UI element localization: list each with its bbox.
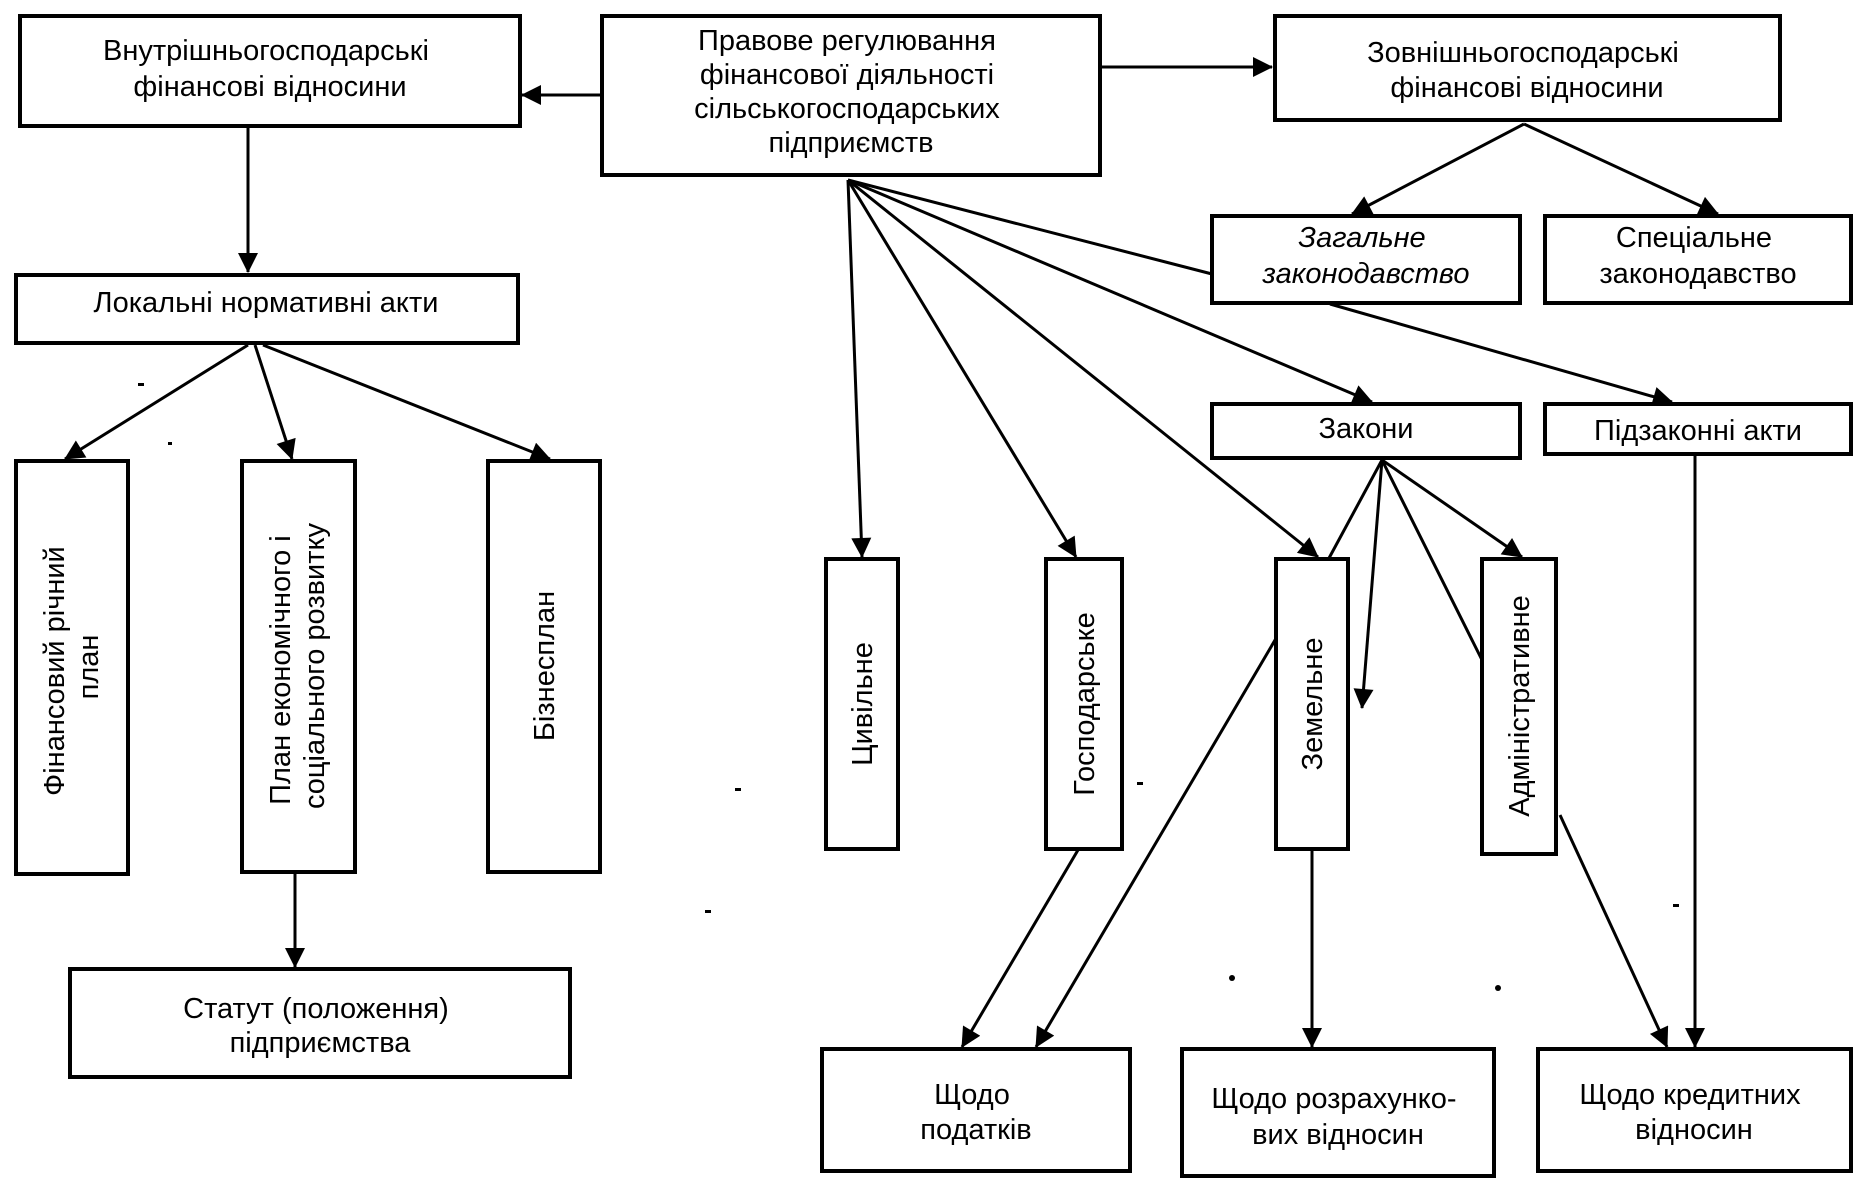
charter-line-1: Статут (положення) (183, 993, 449, 1025)
settlements-line-2: вих відносин (1252, 1119, 1424, 1151)
special-law-line-1: Спеціальне (1616, 222, 1772, 254)
taxes-line-2: податків (920, 1114, 1031, 1146)
edge-laws-to-admin (1381, 458, 1523, 559)
central-title: Правове регулювання фінансової діяльност… (694, 25, 1008, 159)
central-line-4: підприємств (768, 127, 933, 159)
settlements-label: Щодо розрахунко- вих відносин (1211, 1083, 1464, 1151)
edge-land-to-taxes (1034, 634, 1280, 1048)
edge-external-to-special (1523, 122, 1719, 216)
land-label: Земельне (1297, 638, 1329, 771)
charter-label: Статут (положення) підприємства (183, 993, 457, 1059)
edge-local-acts-to-fin-plan (64, 343, 249, 461)
edge-general-to-bylaws (1329, 302, 1673, 407)
node-econ-plan: План економічного і соціального розвитку (240, 459, 357, 874)
credit-label: Щодо кредитних відносин (1579, 1079, 1808, 1146)
node-economic: Господарське (1044, 557, 1124, 851)
special-law-label: Спеціальне законодавство (1599, 222, 1796, 290)
scan-speck (1137, 782, 1143, 785)
bylaws-label: Підзаконні акти (1594, 415, 1802, 447)
credit-line-1: Щодо кредитних (1579, 1079, 1801, 1111)
node-admin: Адміністративне (1480, 557, 1558, 856)
scan-speck (168, 442, 172, 445)
node-internal-relations: Внутрішньогосподарські фінансові відноси… (18, 14, 522, 128)
node-local-acts: Локальні нормативні акти (14, 273, 520, 345)
edge-central-to-economic (846, 179, 1078, 558)
edge-central-to-land (847, 178, 1319, 559)
general-law-line-2: законодавство (1261, 258, 1469, 290)
economic-label: Господарське (1069, 612, 1101, 796)
edge-economic-to-taxes (960, 849, 1080, 1048)
node-taxes: Щодо податків (820, 1047, 1132, 1173)
taxes-label: Щодо податків (920, 1079, 1031, 1146)
central-line-2: фінансової діяльності (700, 59, 994, 91)
edge-external-to-general (1351, 122, 1525, 216)
scan-speck (1673, 904, 1679, 907)
fin-plan-line-1: Фінансовий річний (39, 546, 71, 796)
scan-speck (735, 788, 741, 791)
edge-central-to-civil (846, 179, 872, 558)
laws-label: Закони (1318, 413, 1413, 445)
charter-line-2: підприємства (230, 1027, 412, 1059)
settlements-line-1: Щодо розрахунко- (1211, 1083, 1456, 1115)
edge-laws-to-land-top (1326, 459, 1384, 561)
node-land: Земельне (1274, 557, 1350, 851)
civil-label: Цивільне (847, 642, 879, 766)
land-line-1: Земельне (1297, 638, 1329, 771)
node-credit: Щодо кредитних відносин (1536, 1047, 1853, 1173)
node-laws: Закони (1210, 402, 1522, 460)
node-financial-plan: Фінансовий річний план (14, 459, 130, 876)
edge-admin-to-credit (1558, 814, 1669, 1048)
civil-line-1: Цивільне (847, 642, 879, 766)
business-plan-label: Бізнесплан (529, 591, 561, 741)
node-settlements: Щодо розрахунко- вих відносин (1180, 1047, 1496, 1178)
external-line-1: Зовнішньогосподарські (1367, 37, 1679, 69)
node-business-plan: Бізнесплан (486, 459, 602, 874)
edge-central-to-laws (847, 178, 1373, 404)
central-line-3: сільськогосподарських (694, 93, 1000, 125)
bylaws-line-1: Підзаконні акти (1594, 415, 1802, 447)
node-special-law: Спеціальне законодавство (1543, 214, 1853, 305)
scan-speck (1495, 985, 1501, 991)
external-label: Зовнішньогосподарські фінансові відносин… (1367, 37, 1687, 104)
scan-speck (138, 383, 144, 386)
edges (64, 57, 1719, 1048)
econ-plan-label: План економічного і соціального розвитку (265, 522, 331, 809)
special-law-line-2: законодавство (1599, 258, 1796, 290)
edge-local-acts-to-business-plan (262, 343, 551, 462)
economic-line-1: Господарське (1069, 612, 1101, 796)
central-line-1: Правове регулювання (698, 25, 996, 57)
internal-line-1: Внутрішньогосподарські (103, 35, 429, 67)
edge-central-to-general (847, 178, 1213, 276)
local-acts-label: Локальні нормативні акти (94, 287, 439, 319)
node-external-relations: Зовнішньогосподарські фінансові відносин… (1273, 14, 1782, 122)
internal-label: Внутрішньогосподарські фінансові відноси… (103, 35, 437, 103)
external-line-2: фінансові відносини (1390, 72, 1663, 104)
scan-specks (138, 383, 1679, 991)
business-plan-line-1: Бізнесплан (529, 591, 561, 741)
econ-plan-line-2: соціального розвитку (299, 522, 331, 809)
fin-plan-line-2: план (73, 635, 105, 700)
internal-line-2: фінансові відносини (133, 71, 406, 103)
node-charter: Статут (положення) підприємства (68, 967, 572, 1079)
scan-speck (1229, 975, 1235, 981)
admin-label: Адміністративне (1504, 595, 1536, 817)
node-general-law: Загальне законодавство (1210, 214, 1522, 305)
node-central: Правове регулювання фінансової діяльност… (600, 14, 1102, 177)
edge-local-acts-to-econ-plan (253, 344, 296, 460)
credit-line-2: відносин (1635, 1114, 1753, 1146)
taxes-line-1: Щодо (934, 1079, 1010, 1111)
node-civil: Цивільне (824, 557, 900, 851)
econ-plan-line-1: План економічного і (265, 535, 297, 805)
node-bylaws: Підзаконні акти (1543, 402, 1853, 456)
admin-line-1: Адміністративне (1504, 595, 1536, 817)
scan-speck (705, 910, 711, 913)
local-acts-line-1: Локальні нормативні акти (94, 287, 439, 319)
edge-laws-to-land-side (1353, 459, 1384, 709)
fin-plan-label: Фінансовий річний план (39, 538, 105, 796)
edge-laws-to-admin-side (1380, 459, 1484, 661)
general-law-line-1: Загальне (1298, 222, 1425, 254)
laws-line-1: Закони (1318, 413, 1413, 445)
general-law-label: Загальне законодавство (1261, 222, 1469, 290)
